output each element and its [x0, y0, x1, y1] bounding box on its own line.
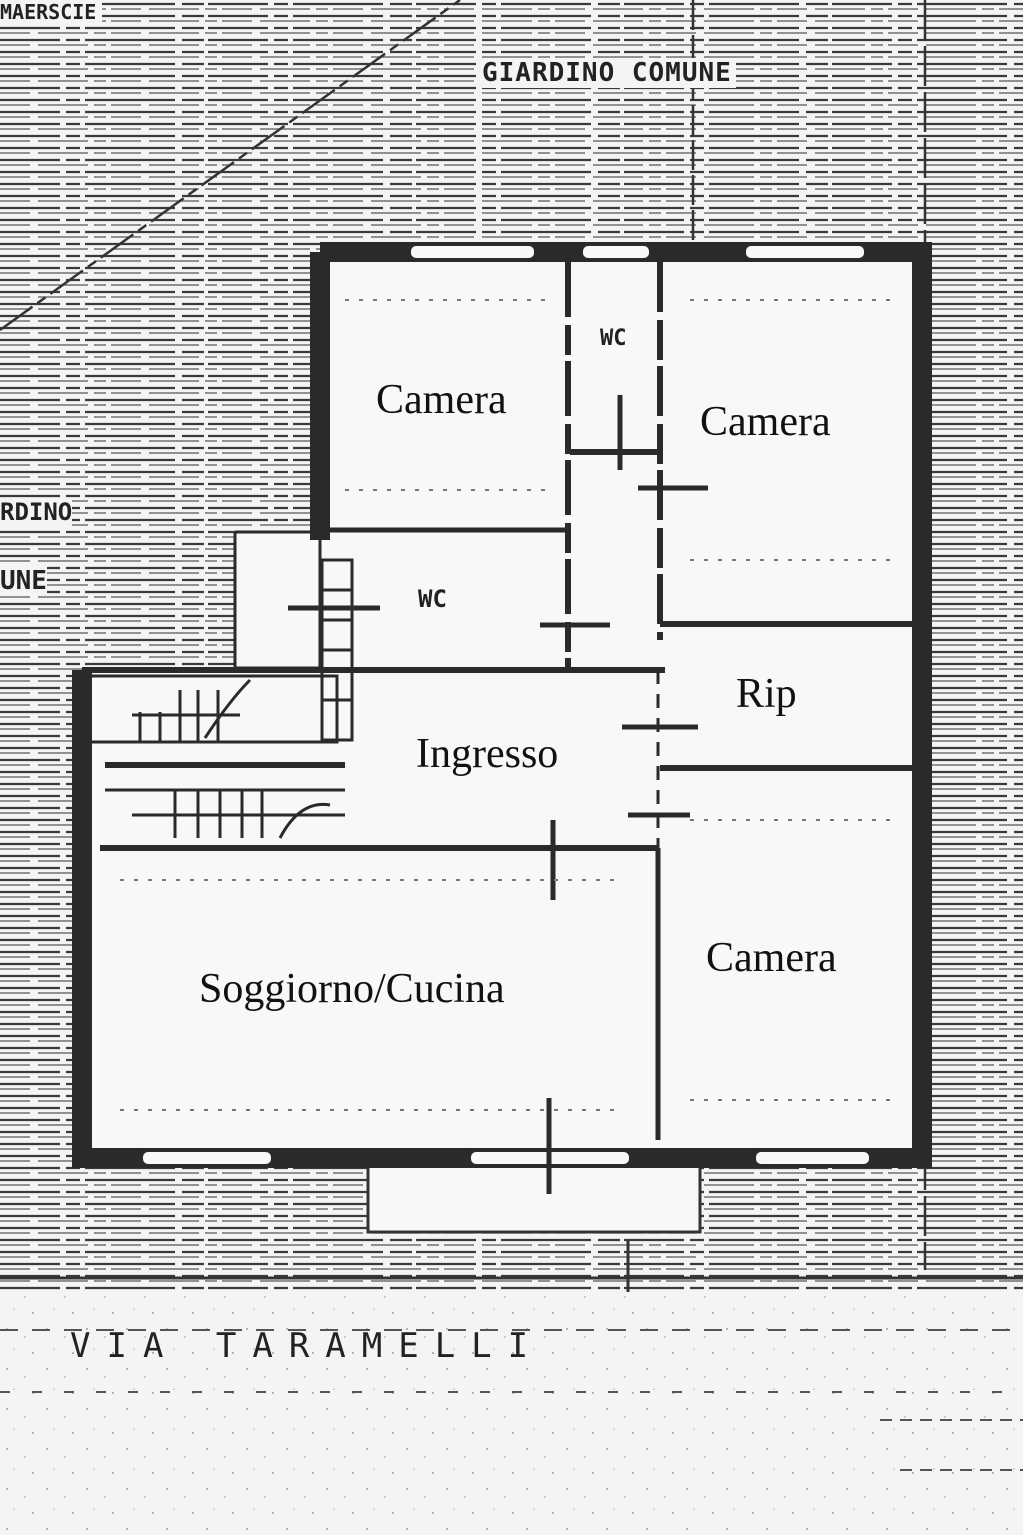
room-label-camera-top-right: Camera	[700, 399, 831, 445]
annotation-top-left: MAERSCIE	[0, 0, 103, 24]
annotation-left-comune: UNE	[0, 566, 47, 596]
room-label-ingresso: Ingresso	[416, 731, 559, 777]
room-label-camera-bottom-right: Camera	[706, 935, 837, 981]
staircase	[80, 558, 354, 839]
room-label-wc-lower: WC	[418, 585, 447, 613]
room-guides	[120, 299, 890, 1111]
room-label-camera-top-left: Camera	[376, 377, 507, 423]
annotation-giardino-comune: GIARDINO COMUNE	[478, 58, 736, 88]
room-label-wc-upper: WC	[600, 326, 627, 351]
balcony	[366, 1158, 702, 1234]
door-marks	[288, 395, 708, 1194]
annotation-left-giardino: RDINO	[0, 498, 73, 526]
room-label-rip: Rip	[736, 671, 797, 717]
diagonal-boundary	[0, 0, 461, 332]
windows	[141, 244, 871, 1166]
interior-walls	[82, 262, 912, 1140]
annotation-street: VIA TARAMELLI	[70, 1326, 545, 1366]
room-label-soggiorno-cucina: Soggiorno/Cucina	[199, 966, 505, 1012]
dwelling-interior	[82, 252, 922, 1158]
